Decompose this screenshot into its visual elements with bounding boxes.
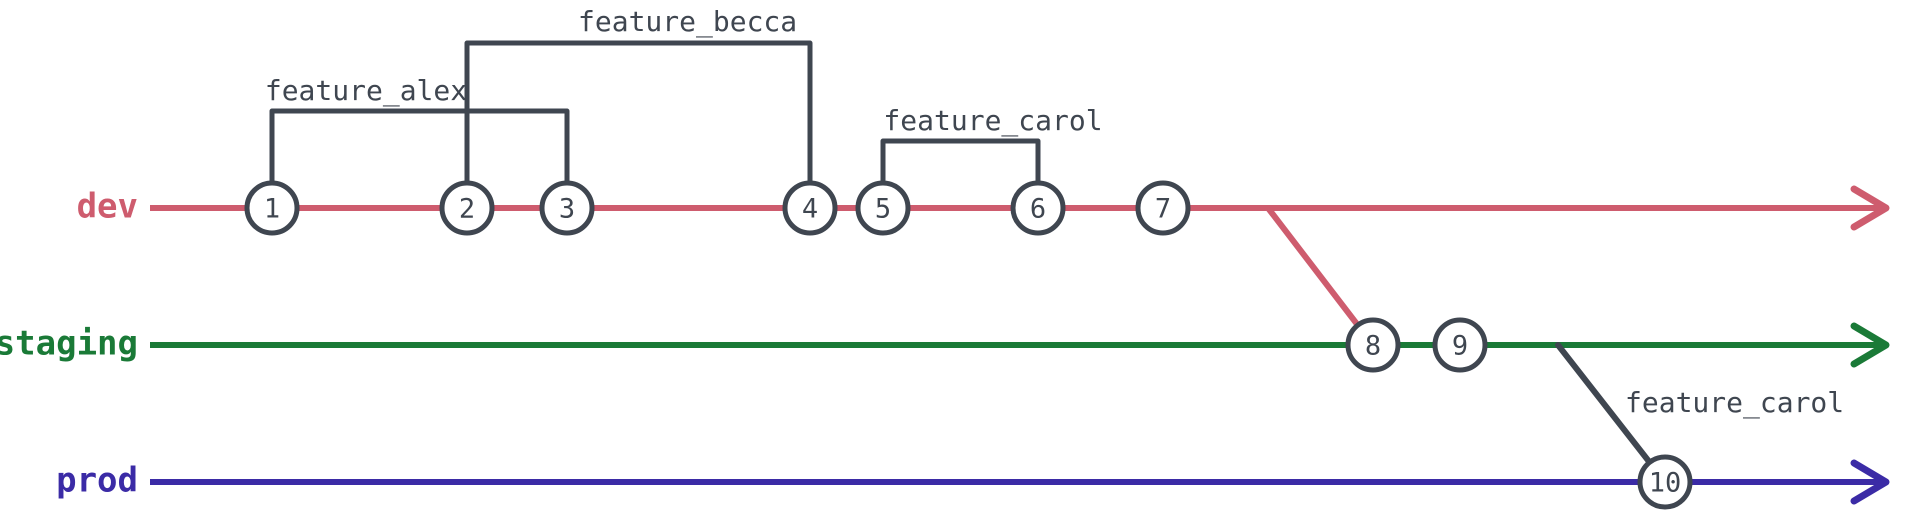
commit-circle-c8[interactable]	[1345, 317, 1401, 373]
commit-node-c10[interactable]: 10	[1637, 454, 1693, 510]
feature-bracket-feature_carol_dev	[880, 138, 1041, 211]
merge-line-staging-to-prod	[1555, 342, 1668, 485]
feature-label-feature_alex: feature_alex	[265, 74, 467, 108]
commit-node-c3[interactable]: 3	[539, 180, 595, 236]
commit-nodes-layer: 1 2 3 4 5 6 7 8 9 10	[244, 180, 1693, 510]
commit-number-c8: 8	[1365, 331, 1381, 362]
merge-lines-layer	[1265, 205, 1668, 485]
feature-bracket-feature_becca	[464, 40, 813, 211]
commit-number-c10: 10	[1649, 468, 1682, 499]
merge-line-dev-to-staging	[1265, 205, 1376, 348]
commit-circle-c7[interactable]	[1135, 180, 1191, 236]
branch-label-staging: staging	[0, 324, 138, 364]
branch-label-dev: dev	[77, 187, 138, 227]
commit-number-c5: 5	[875, 194, 891, 225]
commit-number-c6: 6	[1030, 194, 1046, 225]
commit-node-c6[interactable]: 6	[1010, 180, 1066, 236]
commit-circle-c10[interactable]	[1637, 454, 1693, 510]
commit-number-c4: 4	[802, 194, 818, 225]
commit-circle-c4[interactable]	[782, 180, 838, 236]
commit-circle-c1[interactable]	[244, 180, 300, 236]
commit-node-c7[interactable]: 7	[1135, 180, 1191, 236]
branch-arrow-prod	[1850, 459, 1890, 505]
commit-circle-c3[interactable]	[539, 180, 595, 236]
commit-number-c9: 9	[1452, 331, 1468, 362]
feature-label-feature_becca: feature_becca	[578, 5, 797, 39]
feature-bracket-feature_alex	[269, 108, 570, 211]
commit-node-c4[interactable]: 4	[782, 180, 838, 236]
commit-circle-c2[interactable]	[439, 180, 495, 236]
commit-node-c1[interactable]: 1	[244, 180, 300, 236]
commit-node-c9[interactable]: 9	[1432, 317, 1488, 373]
commit-number-c2: 2	[459, 194, 475, 225]
branch-labels-layer: dev staging prod	[0, 187, 138, 501]
feature-label-feature_carol_prod: feature_carol	[1625, 386, 1844, 420]
commit-circle-c9[interactable]	[1432, 317, 1488, 373]
feature-labels-layer: feature_alexfeature_beccafeature_carolfe…	[265, 5, 1844, 420]
commit-node-c8[interactable]: 8	[1345, 317, 1401, 373]
branch-arrow-dev	[1850, 185, 1890, 231]
branch-lines-layer	[150, 185, 1890, 505]
branch-label-prod: prod	[56, 461, 138, 501]
commit-number-c7: 7	[1155, 194, 1171, 225]
feature-label-feature_carol_dev: feature_carol	[883, 104, 1102, 138]
commit-node-c2[interactable]: 2	[439, 180, 495, 236]
commit-circle-c6[interactable]	[1010, 180, 1066, 236]
commit-circle-c5[interactable]	[855, 180, 911, 236]
commit-node-c5[interactable]: 5	[855, 180, 911, 236]
branch-arrow-staging	[1850, 322, 1890, 368]
commit-number-c3: 3	[559, 194, 575, 225]
commit-number-c1: 1	[264, 194, 280, 225]
